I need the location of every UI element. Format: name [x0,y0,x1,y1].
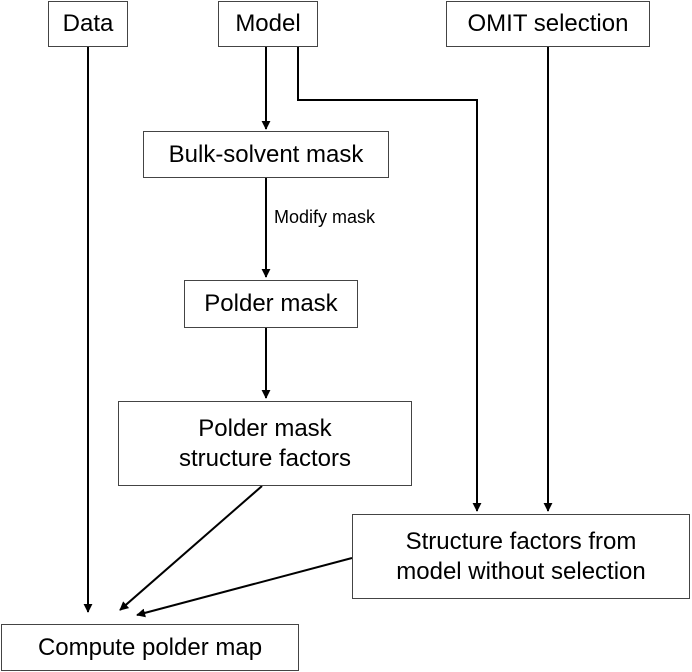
node-omit-selection: OMIT selection [446,1,650,47]
node-sf-without-selection-line2: model without selection [396,557,646,585]
node-polder-mask: Polder mask [184,280,358,328]
node-data: Data [48,1,128,47]
node-model: Model [218,1,318,47]
node-model-label: Model [235,10,301,37]
node-data-label: Data [62,10,114,37]
node-polder-mask-structure-factors: Polder mask structure factors [118,401,412,486]
node-polder-mask-sf-line1: Polder mask [198,414,332,442]
node-omit-selection-label: OMIT selection [467,10,629,37]
node-sf-without-selection-line1: Structure factors from [405,527,637,555]
arrow-polder-sf-to-compute [119,485,263,611]
node-bulk-solvent-mask-label: Bulk-solvent mask [168,140,364,168]
node-compute-polder-map: Compute polder map [1,624,299,671]
node-compute-polder-map-label: Compute polder map [37,633,263,661]
arrow-model-to-sf-without-selection [297,47,482,512]
node-polder-mask-sf-line2: structure factors [178,444,352,472]
node-sf-without-selection: Structure factors from model without sel… [352,514,690,599]
arrow-sf-without-selection-to-compute [136,557,353,618]
node-bulk-solvent-mask: Bulk-solvent mask [143,131,389,178]
node-polder-mask-label: Polder mask [204,290,338,317]
edge-label-modify-mask: Modify mask [274,207,376,227]
